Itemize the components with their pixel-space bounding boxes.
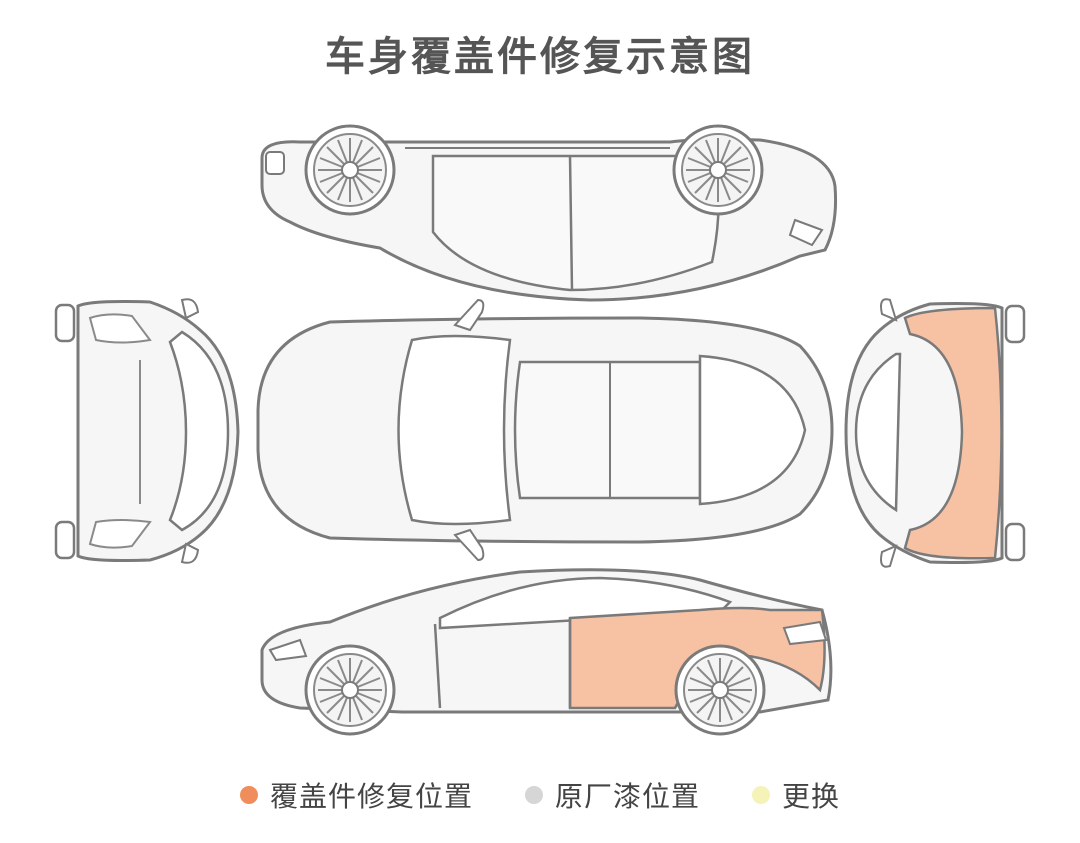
roof-view [256, 298, 834, 562]
legend-item-replace: 更换 [752, 775, 840, 815]
legend: 覆盖件修复位置 原厂漆位置 更换 [0, 775, 1080, 815]
side-view [260, 568, 833, 736]
rear-bumper-repair [903, 306, 1003, 560]
rear-window [854, 352, 902, 513]
front-view [54, 298, 240, 564]
side-wheel-front [304, 644, 396, 736]
roof-windshield [397, 334, 512, 526]
rear-view [844, 298, 1026, 568]
legend-label-repair: 覆盖件修复位置 [269, 780, 473, 813]
legend-label-replace: 更换 [782, 780, 841, 813]
top-wheel-rear [672, 124, 764, 216]
legend-dot-replace-icon [752, 786, 770, 804]
legend-label-original-paint: 原厂漆位置 [554, 780, 700, 813]
top-view [260, 124, 838, 302]
roof-rear-window [698, 354, 807, 506]
legend-item-repair: 覆盖件修复位置 [239, 775, 473, 815]
legend-dot-repair-icon [239, 786, 258, 804]
side-wheel-rear [674, 644, 766, 736]
roof-glass [513, 360, 702, 500]
top-wheel-front [304, 124, 396, 216]
car-body-diagram [54, 124, 1026, 736]
front-windshield [168, 330, 230, 532]
legend-dot-original-paint-icon [524, 786, 543, 804]
page-title: 车身覆盖件修复示意图 [325, 34, 755, 80]
legend-item-original-paint: 原厂漆位置 [524, 775, 700, 815]
